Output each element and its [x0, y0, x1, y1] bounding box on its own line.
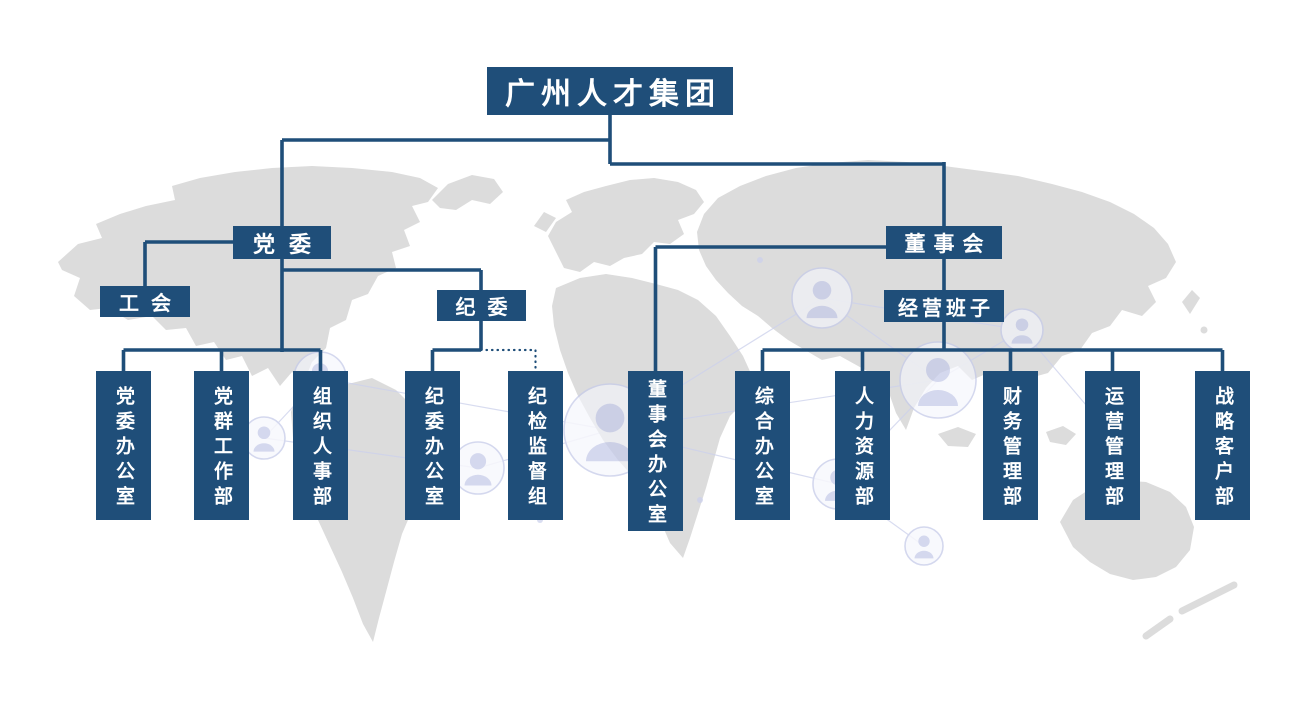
node-discipline-inspection-supervision-group: 纪检监督组: [508, 371, 563, 520]
node-label: 纪委: [455, 297, 520, 319]
node-label: 人力资源部: [852, 386, 873, 511]
node-label: 董事会办公室: [645, 379, 666, 529]
node-general-office: 综合办公室: [735, 371, 790, 520]
node-finance-management-dept: 财务管理部: [983, 371, 1038, 520]
node-label: 战略客户部: [1212, 386, 1233, 511]
node-strategic-clients-dept: 战略客户部: [1195, 371, 1250, 520]
node-label: 纪委办公室: [422, 386, 443, 511]
node-label: 党委: [252, 231, 325, 257]
node-organization-personnel-dept: 组织人事部: [293, 371, 348, 520]
node-label: 党委办公室: [113, 386, 134, 511]
node-label: 工会: [119, 293, 183, 315]
node-label: 纪检监督组: [525, 386, 546, 511]
node-party-committee-office: 党委办公室: [96, 371, 151, 520]
node-label: 财务管理部: [1000, 386, 1021, 511]
dotted-connector: [479, 348, 537, 373]
node-party-masses-work-dept: 党群工作部: [194, 371, 249, 520]
node-human-resources-dept: 人力资源部: [835, 371, 890, 520]
node-party-committee: 党委: [233, 226, 331, 259]
node-label: 经营班子: [898, 297, 994, 320]
node-discipline-committee-office: 纪委办公室: [405, 371, 460, 520]
node-label: 组织人事部: [310, 386, 331, 511]
node-management-team: 经营班子: [884, 290, 1004, 322]
node-operations-management-dept: 运营管理部: [1085, 371, 1140, 520]
node-board-of-directors: 董事会: [886, 226, 1002, 259]
connector-lines: [121, 112, 1225, 373]
node-label: 运营管理部: [1102, 386, 1123, 511]
node-discipline-committee: 纪委: [437, 290, 526, 321]
node-label: 党群工作部: [211, 386, 232, 511]
node-guangzhou-talent-group: 广州人才集团: [487, 67, 733, 115]
node-label: 广州人才集团: [505, 78, 721, 111]
node-label: 综合办公室: [752, 386, 773, 511]
node-label: 董事会: [904, 232, 992, 256]
node-board-office: 董事会办公室: [628, 371, 683, 531]
node-labor-union: 工会: [100, 286, 190, 317]
